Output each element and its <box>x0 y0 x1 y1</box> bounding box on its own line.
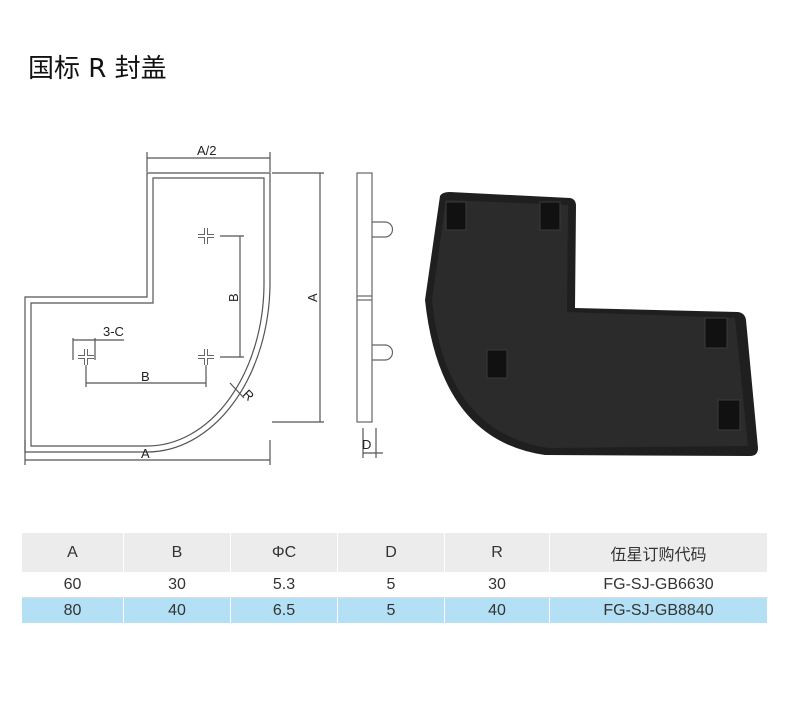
header-a: A <box>22 533 124 572</box>
cell: 60 <box>22 572 124 598</box>
product-photo <box>425 192 758 456</box>
label-depth: D <box>362 437 371 452</box>
header-c: ΦC <box>230 533 338 572</box>
header-code: 伍星订购代码 <box>549 533 768 572</box>
label-a-bottom: A <box>141 446 150 461</box>
technical-drawing: A/2 A A B B 3-C R D <box>24 143 758 465</box>
label-half-a: A/2 <box>197 143 217 158</box>
cell: 40 <box>444 597 550 623</box>
cap-outline <box>24 172 271 453</box>
table-header-row: A B ΦC D R 伍星订购代码 <box>22 533 768 572</box>
hole-markers <box>78 228 214 365</box>
cell: 80 <box>22 597 124 623</box>
cell: 30 <box>444 572 550 598</box>
cell: FG-SJ-GB6630 <box>549 572 768 598</box>
spec-table: A B ΦC D R 伍星订购代码 60 30 5.3 5 30 FG-SJ-G… <box>22 533 768 623</box>
header-r: R <box>444 533 550 572</box>
label-b-horizontal: B <box>141 369 150 384</box>
side-view <box>356 172 394 423</box>
table-row: 80 40 6.5 5 40 FG-SJ-GB8840 <box>22 597 768 623</box>
cell: 6.5 <box>230 597 338 623</box>
cell: 5.3 <box>230 572 338 598</box>
cell: FG-SJ-GB8840 <box>549 597 768 623</box>
cell: 5 <box>337 597 445 623</box>
label-b-vertical: B <box>226 293 241 302</box>
page-title: 国标 R 封盖 <box>28 54 167 84</box>
header-b: B <box>123 533 231 572</box>
cap-inner-outline <box>30 177 265 447</box>
cell: 40 <box>123 597 231 623</box>
table-row: 60 30 5.3 5 30 FG-SJ-GB6630 <box>22 572 768 598</box>
label-hole: 3-C <box>103 324 124 339</box>
label-a-vertical: A <box>305 293 320 302</box>
header-d: D <box>337 533 445 572</box>
cell: 30 <box>123 572 231 598</box>
cell: 5 <box>337 572 445 598</box>
